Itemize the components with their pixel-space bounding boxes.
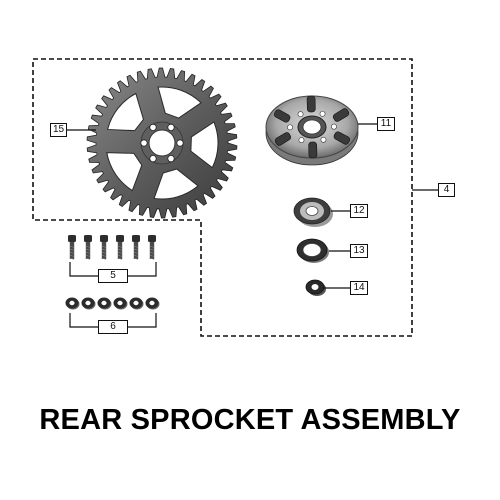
bolt-set (68, 235, 156, 260)
nut (81, 297, 96, 310)
callout-spacer: 14 (350, 281, 368, 295)
callout-assembly: 4 (438, 183, 455, 197)
spacer (305, 279, 326, 296)
nut (113, 297, 128, 310)
sprocket-hub (265, 95, 359, 166)
callout-bolts: 5 (98, 269, 128, 283)
bearing (293, 197, 333, 227)
callout-hub: 11 (377, 117, 395, 131)
nut (65, 297, 80, 310)
nut-set (65, 297, 160, 310)
diagram-title: REAR SPROCKET ASSEMBLY (39, 404, 461, 436)
callout-sprocket: 15 (50, 123, 67, 137)
nut (145, 297, 160, 310)
rear-sprocket (86, 67, 238, 219)
assembly-boundary (32, 58, 413, 337)
bolt (116, 235, 124, 260)
bolt (148, 235, 156, 260)
nut (97, 297, 112, 310)
bolt (68, 235, 76, 260)
bolt (100, 235, 108, 260)
nut (129, 297, 144, 310)
leader-lines (66, 123, 438, 328)
oil-seal (296, 238, 329, 263)
bolt (132, 235, 140, 260)
bolt (84, 235, 92, 260)
callout-bearing: 12 (350, 204, 368, 218)
callout-nuts: 6 (98, 320, 128, 334)
callout-oil-seal: 13 (350, 244, 368, 258)
